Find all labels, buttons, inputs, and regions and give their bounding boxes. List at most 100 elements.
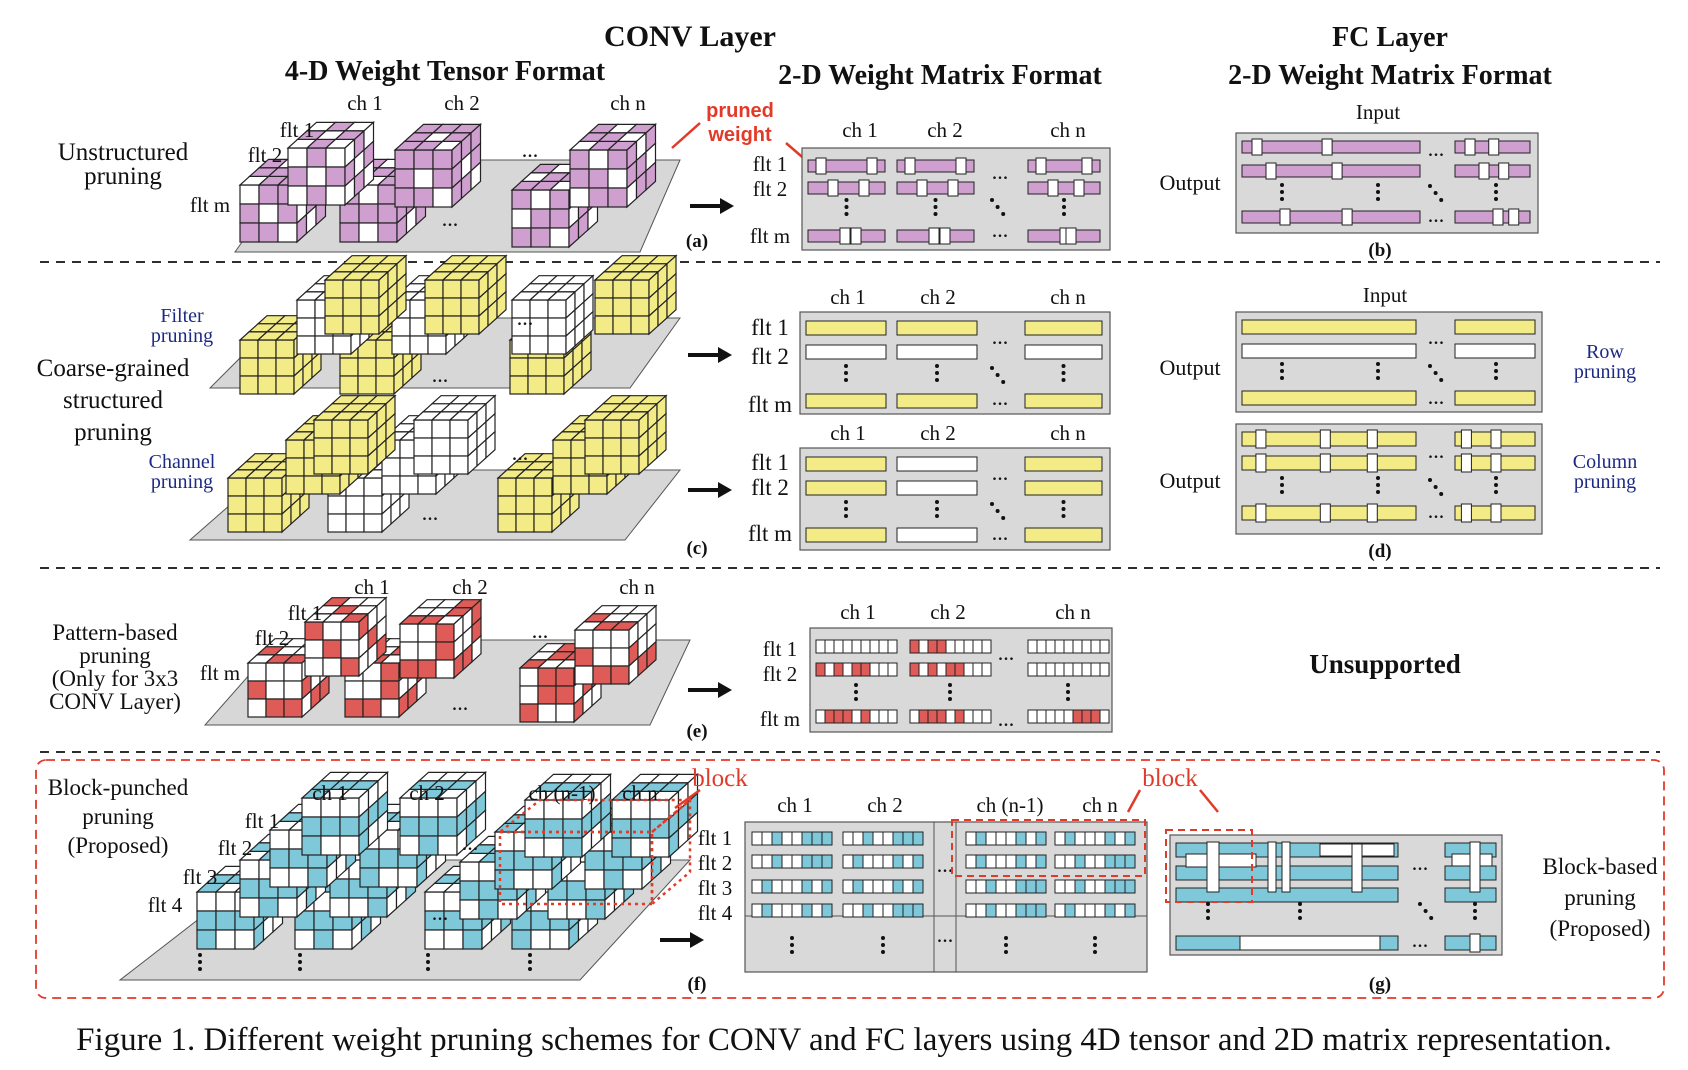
cube-cell <box>620 419 640 439</box>
pruned-weight-cell <box>858 179 870 197</box>
block-cell <box>1094 854 1106 869</box>
pruned-column-cell <box>1460 453 1472 473</box>
vertical-dots <box>881 943 885 947</box>
cube-cell <box>296 299 316 319</box>
cube-cell <box>537 667 557 687</box>
cube-cell <box>459 861 480 882</box>
filter-pruning-label-line: Filter <box>160 305 204 327</box>
vertical-dots <box>790 936 794 940</box>
cube-cell <box>442 315 462 335</box>
cube-cell <box>584 437 604 457</box>
block-cell <box>801 831 813 846</box>
cube-cell <box>620 437 640 457</box>
pruned-weight-cell <box>947 179 959 197</box>
pattern-cell <box>869 709 880 724</box>
flt1-label: flt 1 <box>753 152 787 176</box>
pattern-cell <box>1099 662 1110 677</box>
diagonal-dots <box>1001 516 1006 520</box>
cube-cell <box>377 203 398 224</box>
vertical-dots <box>1280 369 1284 373</box>
cube-cell <box>547 335 567 355</box>
block-cell <box>995 879 1007 894</box>
cube-cell <box>247 698 267 718</box>
pruned-weight-cell <box>1492 208 1504 226</box>
cube-cell <box>357 375 377 395</box>
arrow-c-filter-head <box>718 347 732 363</box>
chn-label: ch n <box>1050 421 1086 445</box>
pattern-cell <box>1063 639 1074 654</box>
pattern-cell <box>972 709 983 724</box>
pattern-cell <box>824 709 835 724</box>
cube-cell <box>285 457 305 477</box>
cube-cell <box>283 662 303 682</box>
vertical-dots <box>1376 183 1380 187</box>
cube-cell <box>449 419 469 439</box>
pruned-weight-cell <box>815 157 827 175</box>
pattern-cell <box>972 639 983 654</box>
cube-cell <box>515 477 535 497</box>
channel-row <box>805 527 887 543</box>
cube-cell <box>257 375 277 395</box>
cube-cell <box>285 475 305 495</box>
cube-cell <box>239 859 260 880</box>
pattern-cell <box>842 662 853 677</box>
block-cell <box>1054 903 1066 918</box>
cube-cell <box>344 680 364 700</box>
cube-cell <box>377 222 398 243</box>
vertical-dots <box>426 953 430 957</box>
pattern-cell <box>851 662 862 677</box>
cube-cell <box>649 837 670 858</box>
vertical-dots <box>844 500 848 504</box>
fc-output-label: Output <box>1159 170 1220 195</box>
cube-cell <box>511 227 532 248</box>
cube-cell <box>288 867 309 888</box>
block-cell <box>852 879 864 894</box>
block-cell <box>1025 831 1037 846</box>
block-cell <box>1074 831 1086 846</box>
conv-matrix-format-title: 2-D Weight Matrix Format <box>778 60 1102 91</box>
pattern-cell <box>1027 709 1038 724</box>
cube-cell <box>630 818 651 839</box>
vertical-dots <box>1298 902 1302 906</box>
cube-cell <box>265 698 285 718</box>
filter-cube-kept <box>323 254 408 336</box>
vertical-dots <box>1298 916 1302 920</box>
cube-cell <box>275 375 295 395</box>
block-cell <box>1124 879 1136 894</box>
block-cell <box>761 903 773 918</box>
block-cell <box>1084 854 1096 869</box>
cube-cell <box>322 639 342 659</box>
pattern-cell <box>1054 662 1065 677</box>
cube-cell <box>296 335 316 355</box>
pattern-based-label-line: pruning <box>79 643 151 668</box>
fltm-label: flt m <box>760 707 800 731</box>
block-cell <box>852 831 864 846</box>
pattern-cell <box>824 662 835 677</box>
cube-cell <box>320 835 341 856</box>
block-cell <box>965 831 977 846</box>
cube-cell <box>574 665 594 685</box>
pruned-weight-row <box>807 181 886 195</box>
pattern-cell <box>815 639 826 654</box>
cube-cell <box>413 149 434 170</box>
vertical-dots <box>298 967 302 971</box>
cube-cell <box>239 184 260 205</box>
matrix-panel-f <box>744 821 1148 973</box>
channel-row <box>805 456 887 472</box>
pattern-cell <box>1072 709 1083 724</box>
block-cell <box>1025 903 1037 918</box>
pruned-weight-cell <box>827 179 839 197</box>
pruned-weight-cell <box>1081 157 1093 175</box>
cube-cell <box>459 899 480 920</box>
fc-row-kept <box>1241 390 1417 406</box>
flt1-label: flt 1 <box>751 315 789 340</box>
cube-cell <box>547 899 568 920</box>
cube-cell <box>349 419 369 439</box>
block-cube <box>398 771 488 857</box>
cube-cell <box>569 187 590 208</box>
fc-input-label: Input <box>1356 100 1400 124</box>
cube-cell <box>358 203 379 224</box>
cube-cell <box>245 477 265 497</box>
cube-cell <box>552 439 572 459</box>
cube-cell <box>287 147 308 168</box>
